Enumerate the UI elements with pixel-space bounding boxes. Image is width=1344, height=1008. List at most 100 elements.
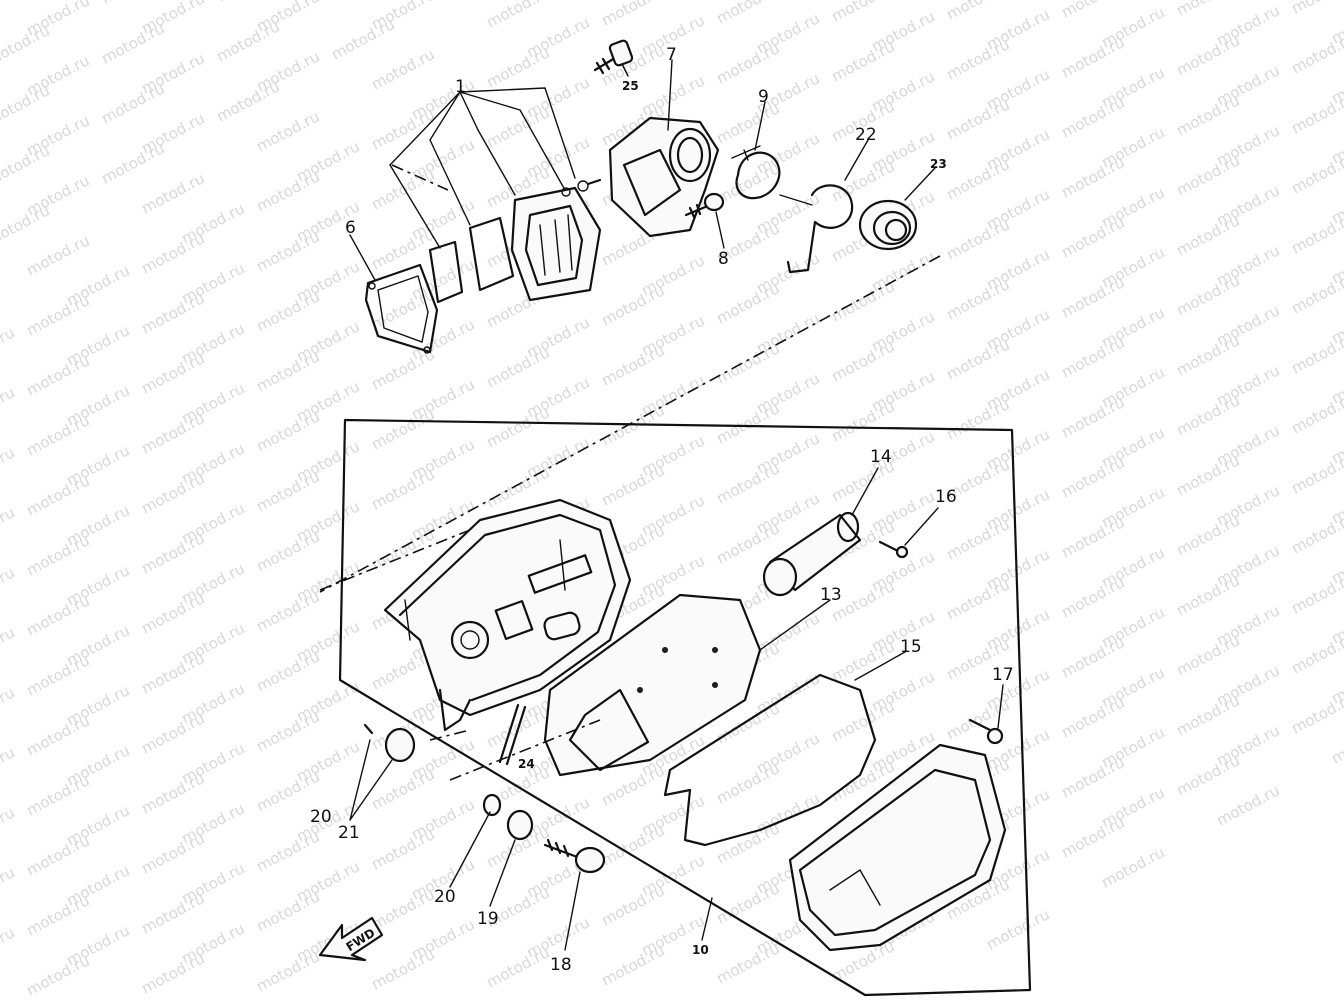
watermark-text: motod.ru <box>253 827 322 875</box>
watermark-text: motod.ru <box>1058 693 1127 741</box>
watermark-text: motod.ru <box>828 157 897 205</box>
watermark-text: motod.ru <box>23 351 92 399</box>
watermark-text: motod.ru <box>368 165 437 213</box>
watermark-text: motod.ru <box>1288 89 1344 137</box>
watermark-text: motod.ru <box>138 949 207 997</box>
watermark-text: motod.ru <box>983 905 1052 953</box>
callout-23: 23 <box>930 157 947 171</box>
callout-1: 1 <box>455 77 466 97</box>
callout-13: 13 <box>820 585 842 605</box>
watermark-text: motod.ru <box>598 461 667 509</box>
watermark-text: motod.ru <box>368 45 437 93</box>
watermark-text: motod.ru <box>598 761 667 809</box>
watermark-text: motod.ru <box>368 465 437 513</box>
assembly-frame <box>338 418 1032 997</box>
watermark-text: motod.ru <box>943 95 1012 143</box>
callout-7: 7 <box>666 45 677 65</box>
watermark-text: motod.ru <box>1213 781 1282 829</box>
watermark-text: motod.ru <box>253 407 322 455</box>
watermark-text: motod.ru <box>598 0 667 30</box>
watermark-text: motod.ru <box>253 347 322 395</box>
watermark-text: motod.ru <box>828 37 897 85</box>
watermark-text: motod.ru <box>0 683 18 731</box>
watermark-text: motod.ru <box>943 515 1012 563</box>
watermark-text: motod.ru <box>713 759 782 807</box>
watermark-text: motod.ru <box>1058 633 1127 681</box>
watermark-text: motod.ru <box>368 105 437 153</box>
callout-18: 18 <box>550 955 572 975</box>
watermark-text: motod.ru <box>1173 331 1242 379</box>
callout-21: 21 <box>338 823 360 843</box>
watermark-text: motod.ru <box>1058 153 1127 201</box>
watermark-text: motod.ru <box>23 711 92 759</box>
watermark-text: motod.ru <box>1173 391 1242 439</box>
watermark-text: motod.ru <box>98 19 167 67</box>
watermark-text: motod.ru <box>1173 31 1242 79</box>
watermark-text: motod.ru <box>138 169 207 217</box>
watermark-text: motod.ru <box>943 575 1012 623</box>
watermark-text: motod.ru <box>1288 209 1344 257</box>
reed-petal <box>428 240 464 304</box>
watermark-text: motod.ru <box>368 225 437 273</box>
bushing-part-21 <box>384 727 416 763</box>
watermark-text: motod.ru <box>483 103 552 151</box>
callout-22: 22 <box>855 125 877 145</box>
watermark-text: motod.ru <box>213 0 282 6</box>
watermark-text: motod.ru <box>943 35 1012 83</box>
watermark-text: motod.ru <box>213 77 282 125</box>
watermark-text: motod.ru <box>1058 573 1127 621</box>
watermark-text: motod.ru <box>368 765 437 813</box>
watermark-text: motod.ru <box>713 879 782 927</box>
watermark-text: motod.ru <box>1173 751 1242 799</box>
watermark-text: motod.ru <box>1173 91 1242 139</box>
watermark-text: motod.ru <box>138 469 207 517</box>
watermark-text: motod.ru <box>328 0 397 4</box>
watermark-text: motod.ru <box>1288 149 1344 197</box>
watermark-text: motod.ru <box>713 0 782 28</box>
watermark-text: motod.ru <box>0 923 18 971</box>
watermark-text: motod.ru <box>1058 93 1127 141</box>
watermark-text: motod.ru <box>1058 393 1127 441</box>
watermark-text: motod.ru <box>138 649 207 697</box>
watermark-text: motod.ru <box>598 821 667 869</box>
watermark-text: motod.ru <box>1098 843 1167 891</box>
watermark-text: motod.ru <box>1173 271 1242 319</box>
watermark-text: motod.ru <box>253 587 322 635</box>
watermark-text: motod.ru <box>713 939 782 987</box>
watermark-text: motod.ru <box>1288 329 1344 377</box>
watermark-text: motod.ru <box>483 943 552 991</box>
spring-clip-part-22 <box>786 184 854 274</box>
watermark-text: motod.ru <box>1058 273 1127 321</box>
watermark-text: motod.ru <box>1173 451 1242 499</box>
watermark-text: motod.ru <box>1173 511 1242 559</box>
air-cleaner-assembly <box>349 467 1007 952</box>
watermark-text: motod.ru <box>1288 29 1344 77</box>
watermark-text: motod.ru <box>23 831 92 879</box>
watermark-text: motod.ru <box>1288 389 1344 437</box>
watermark-text: motod.ru <box>943 155 1012 203</box>
watermark-text: motod.ru <box>598 281 667 329</box>
watermark-text: motod.ru <box>598 341 667 389</box>
watermark-text: motod.ru <box>0 623 18 671</box>
watermark-text: motod.ru <box>253 647 322 695</box>
watermark-text: motod.ru <box>0 503 18 551</box>
watermark-text: motod.ru <box>23 291 92 339</box>
watermark-text: motod.ru <box>23 411 92 459</box>
watermark-text: motod.ru <box>23 531 92 579</box>
watermark-text: motod.ru <box>23 591 92 639</box>
watermark-text: motod.ru <box>98 0 167 8</box>
watermark-text: motod.ru <box>0 443 18 491</box>
watermark-text: motod.ru <box>23 231 92 279</box>
callout-16: 16 <box>935 487 957 507</box>
watermark-text: motod.ru <box>368 885 437 933</box>
grommet-part-19 <box>506 809 534 841</box>
watermark-text: motod.ru <box>713 279 782 327</box>
watermark-text: motod.ru <box>0 383 18 431</box>
watermark-text: motod.ru <box>1058 513 1127 561</box>
watermark-text: motod.ru <box>943 0 1012 24</box>
watermark-text: motod.ru <box>138 889 207 937</box>
watermark-text: motod.ru <box>23 891 92 939</box>
watermark-text: motod.ru <box>138 349 207 397</box>
watermark-text: motod.ru <box>713 339 782 387</box>
callout-17: 17 <box>992 665 1014 685</box>
